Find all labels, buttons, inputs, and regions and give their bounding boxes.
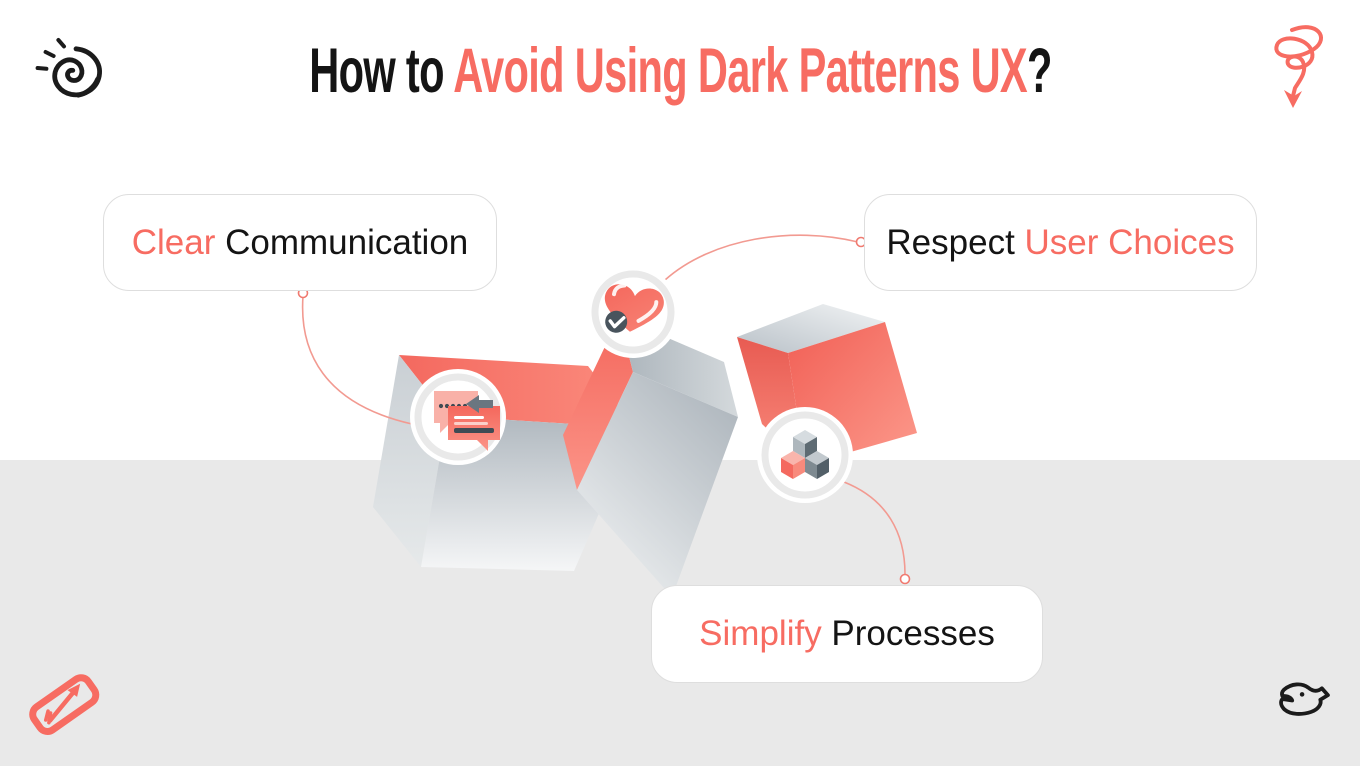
cube-heart-left-face	[563, 317, 633, 490]
card-label-part: Clear	[131, 222, 216, 262]
arrow-stamp-icon	[29, 674, 100, 735]
mini-cubes-badge	[757, 407, 853, 503]
fish-icon	[1279, 682, 1330, 716]
cube-heart	[563, 317, 738, 597]
title-suffix: ?	[1026, 36, 1052, 106]
card-clear-communication: Clear Communication	[103, 194, 497, 291]
arrowhead	[1284, 90, 1302, 108]
reply-arrow-icon	[466, 395, 493, 413]
card-label-part: Respect	[886, 222, 1015, 262]
card-respect-user-choices: Respect User Choices	[864, 194, 1257, 291]
chat-bubbles-icon	[434, 391, 500, 451]
card-label-part: Processes	[821, 614, 995, 653]
swirl-arrow-icon	[1274, 25, 1323, 108]
card-label-part: Simplify	[699, 614, 822, 653]
card-label-part: Communication	[215, 222, 469, 262]
cube-processes-top-face	[737, 304, 885, 353]
spiral-shell-icon	[35, 38, 102, 98]
chat-bubbles-badge	[410, 369, 506, 465]
connector-choices	[664, 234, 867, 281]
heart-check-badge	[587, 266, 679, 358]
card-simplify-processes: Simplify Processes	[651, 585, 1043, 683]
mini-cubes-icon	[781, 430, 829, 479]
connector-processes	[843, 481, 911, 585]
heart-check-icon	[604, 283, 664, 333]
cube-heart-front-face	[577, 372, 738, 597]
page-title: How to Avoid Using Dark Patterns UX?	[0, 38, 1360, 104]
title-highlight: Avoid Using Dark Patterns UX	[452, 36, 1027, 106]
card-label-part: User Choices	[1014, 222, 1235, 262]
fish-eye	[1299, 692, 1305, 697]
title-prefix: How to	[308, 36, 453, 106]
